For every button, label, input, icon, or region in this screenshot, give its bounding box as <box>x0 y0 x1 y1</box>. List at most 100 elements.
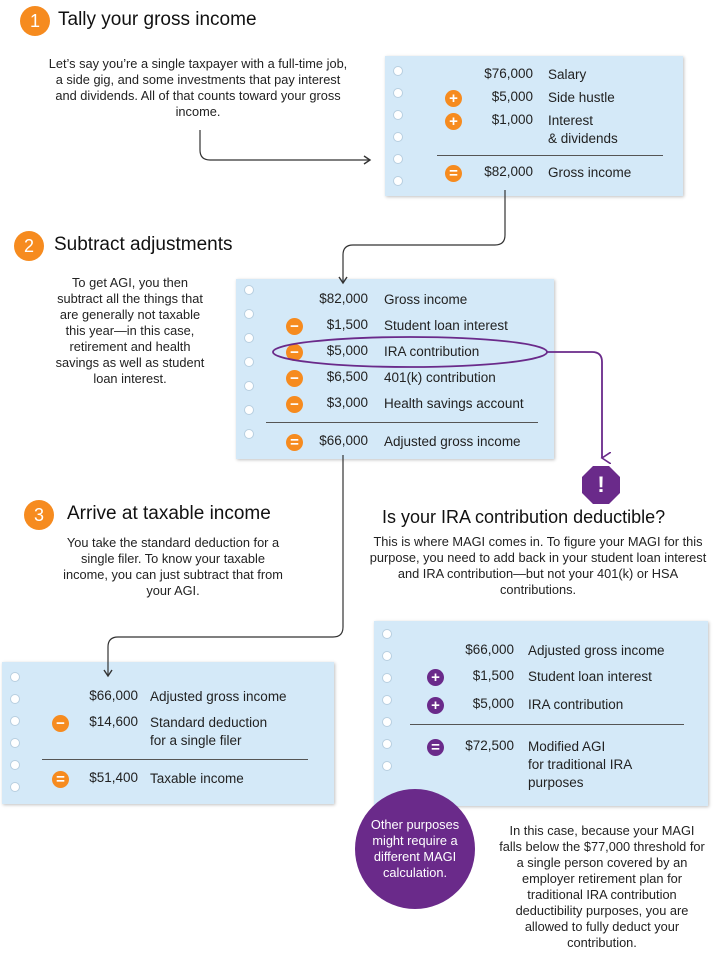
minus-icon: − <box>286 370 303 387</box>
card-hole <box>10 672 20 682</box>
card-hole <box>382 629 392 639</box>
step-3-title: Arrive at taxable income <box>67 503 271 524</box>
card-row: $82,000 Gross income <box>236 291 554 309</box>
card-hole <box>393 132 403 142</box>
row-amount: $82,000 <box>319 291 368 306</box>
ira-text: This is where MAGI comes in. To figure y… <box>369 534 707 597</box>
card-hole <box>10 716 20 726</box>
card-hole <box>382 651 392 661</box>
equals-icon: = <box>427 739 444 756</box>
card-hole <box>10 694 20 704</box>
card-total-row: = $51,400 Taxable income <box>2 770 334 788</box>
total-amount: $82,000 <box>484 164 533 179</box>
sum-divider <box>266 422 538 423</box>
row-amount: $1,500 <box>472 668 514 683</box>
card-total-row: = $66,000 Adjusted gross income <box>236 433 554 451</box>
minus-icon: − <box>286 344 303 361</box>
step-1-text: Let’s say you’re a single taxpayer with … <box>48 56 348 119</box>
card-hole <box>393 154 403 164</box>
row-amount: $1,000 <box>491 112 533 127</box>
total-label: Taxable income <box>150 771 244 786</box>
row-amount: $6,500 <box>326 369 368 384</box>
card-hole <box>244 429 254 439</box>
card-hole <box>382 695 392 705</box>
row-label: IRA contribution <box>528 697 624 712</box>
card-hole <box>10 782 20 792</box>
card-total-row: = $82,000 Gross income <box>385 164 683 182</box>
total-label: Adjusted gross income <box>384 434 521 449</box>
total-amount: $72,500 <box>465 738 514 753</box>
alert-symbol: ! <box>597 472 605 497</box>
row-label: 401(k) contribution <box>384 370 496 385</box>
step-1-title: Tally your gross income <box>58 9 257 30</box>
row-amount: $76,000 <box>484 66 533 81</box>
row-amount: $14,600 <box>89 714 138 729</box>
step-2-title: Subtract adjustments <box>54 234 233 255</box>
plus-icon: + <box>427 669 444 686</box>
row-amount: $66,000 <box>89 688 138 703</box>
row-amount: $5,000 <box>472 696 514 711</box>
card-row: − $1,500 Student loan interest <box>236 317 554 335</box>
card-hole <box>10 738 20 748</box>
agi-card: $82,000 Gross income − $1,500 Student lo… <box>236 279 554 459</box>
card-row: $66,000 Adjusted gross income <box>2 688 334 706</box>
card-row: + $5,000 IRA contribution <box>374 696 708 714</box>
equals-icon: = <box>445 165 462 182</box>
card-hole <box>382 739 392 749</box>
card-hole <box>382 761 392 771</box>
connector-line <box>338 190 506 285</box>
connector-line <box>103 455 344 678</box>
row-label: IRA contribution <box>384 344 480 359</box>
ira-conclusion-text: In this case, because your MAGI falls be… <box>499 823 705 950</box>
card-row: − $5,000 IRA contribution <box>236 343 554 361</box>
plus-icon: + <box>427 697 444 714</box>
connector-line <box>199 130 372 165</box>
sum-divider <box>42 759 308 760</box>
row-amount: $5,000 <box>491 89 533 104</box>
row-amount: $66,000 <box>465 642 514 657</box>
step-3-badge: 3 <box>24 500 54 530</box>
row-label: Health savings account <box>384 396 524 411</box>
card-row: − $6,500 401(k) contribution <box>236 369 554 387</box>
card-hole <box>244 381 254 391</box>
total-amount: $51,400 <box>89 770 138 785</box>
row-label: Adjusted gross income <box>150 689 287 704</box>
minus-icon: − <box>286 318 303 335</box>
row-amount: $1,500 <box>326 317 368 332</box>
card-row: − $14,600 Standard deduction for a singl… <box>2 714 334 750</box>
sum-divider <box>410 724 684 725</box>
card-hole <box>244 285 254 295</box>
card-hole <box>393 66 403 76</box>
step-2-badge: 2 <box>14 231 44 261</box>
connector-line <box>547 351 602 458</box>
card-hole <box>393 176 403 186</box>
row-amount: $3,000 <box>326 395 368 410</box>
card-hole <box>382 673 392 683</box>
card-hole <box>10 760 20 770</box>
card-hole <box>393 88 403 98</box>
row-label: Standard deduction for a single filer <box>150 715 268 748</box>
equals-icon: = <box>286 434 303 451</box>
taxable-income-card: $66,000 Adjusted gross income − $14,600 … <box>2 662 334 804</box>
row-label: Gross income <box>384 292 468 307</box>
row-label: Student loan interest <box>384 318 508 333</box>
step-3-text: You take the standard deduction for a si… <box>63 535 283 598</box>
card-hole <box>244 309 254 319</box>
ira-highlight-ellipse <box>272 336 548 368</box>
magi-note-text: Other purposes might require a different… <box>370 817 460 880</box>
minus-icon: − <box>52 715 69 732</box>
row-label: Adjusted gross income <box>528 643 665 658</box>
total-label: Gross income <box>548 165 632 180</box>
magi-card: $66,000 Adjusted gross income + $1,500 S… <box>374 621 708 806</box>
minus-icon: − <box>286 396 303 413</box>
sum-divider <box>437 155 663 156</box>
card-row: + $1,500 Student loan interest <box>374 668 708 686</box>
plus-icon: + <box>445 90 462 107</box>
row-amount: $5,000 <box>326 343 368 358</box>
total-label: Modified AGI for traditional IRA purpose… <box>528 739 633 790</box>
gross-income-card: $76,000 Salary + $5,000 Side hustle + $1… <box>385 56 683 196</box>
card-row: $76,000 Salary <box>385 66 683 84</box>
card-row: $66,000 Adjusted gross income <box>374 642 708 660</box>
card-hole <box>244 333 254 343</box>
